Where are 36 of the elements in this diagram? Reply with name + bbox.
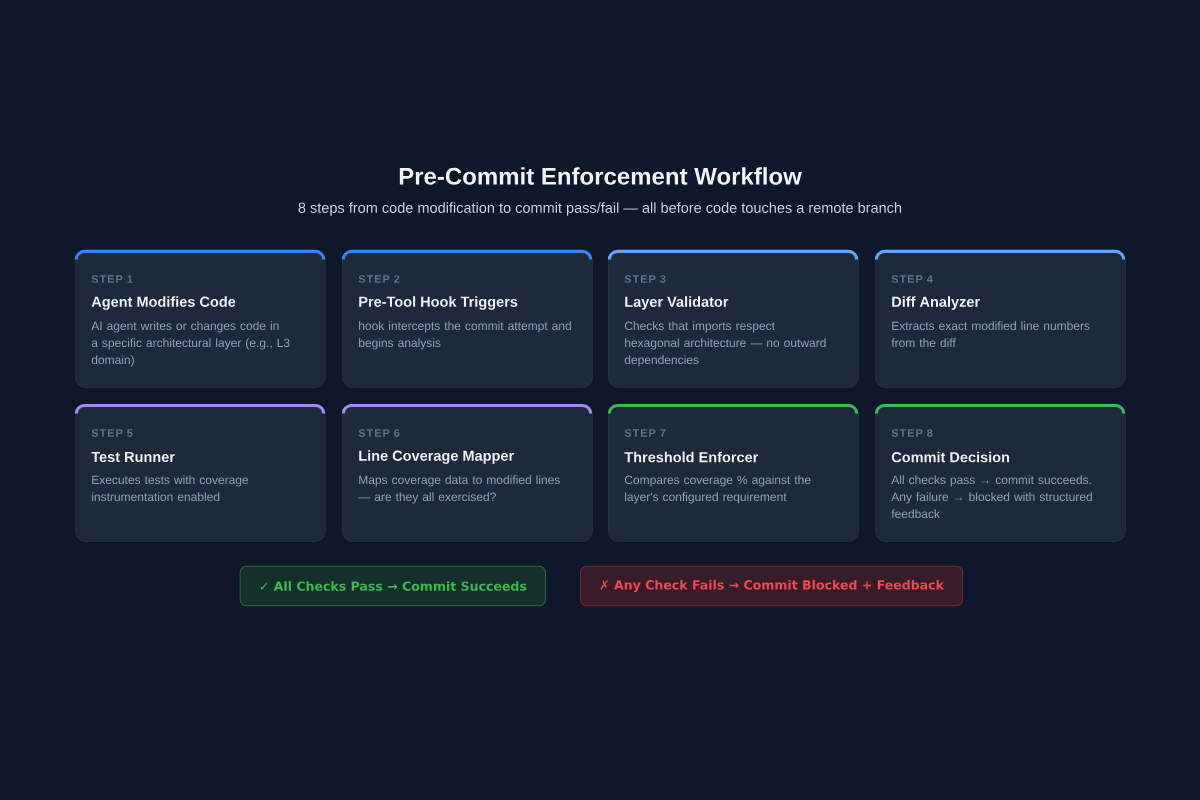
- card-title: Pre-Tool Hook Triggers: [359, 296, 518, 310]
- step-card: [74, 249, 326, 388]
- card-title: Layer Validator: [625, 296, 729, 310]
- step-label: STEP 7: [624, 429, 666, 437]
- step-label: STEP 1: [91, 275, 133, 283]
- step-card: [874, 249, 1126, 388]
- card-title: Agent Modifies Code: [91, 296, 236, 310]
- step-card: [341, 249, 593, 388]
- diagram-title: Pre-Commit Enforcement Workflow: [399, 167, 802, 185]
- step-card: [74, 403, 326, 542]
- card-description: Maps coverage data to modified lines — are they all exercised?: [358, 475, 560, 504]
- outcome-box: ✗ Any Check Fails → Commit Blocked + Feedback: [580, 565, 964, 607]
- card-title: Threshold Enforcer: [624, 451, 759, 463]
- card-description: All checks pass → commit succeeds. Any failure → blocked with structured feedback: [891, 475, 1092, 519]
- step-label: STEP 6: [358, 429, 400, 437]
- card-description: AI agent writes or changes code in a specific architectural layer (e.g., L3 domain): [91, 321, 290, 367]
- card-title: Commit Decision: [891, 451, 1010, 463]
- card-description: Checks that imports respect hexagonal architecture — no outward dependencies: [624, 321, 826, 367]
- card-description: Executes tests with coverage instrumentation enabled: [92, 475, 249, 502]
- step-label: STEP 5: [91, 429, 133, 437]
- step-card: [874, 403, 1126, 542]
- card-title: Line Coverage Mapper: [359, 450, 514, 464]
- step-label: STEP 3: [624, 275, 666, 283]
- step-label: STEP 8: [891, 429, 933, 437]
- subtitle: 8 steps from code modification to commit pass/fail — all before code touches a remote branch: [298, 202, 902, 216]
- step-card: [607, 249, 859, 388]
- card-title: Diff Analyzer: [892, 296, 980, 310]
- card-description: hook intercepts the commit attempt and begins analysis: [359, 321, 571, 350]
- card-description: Compares coverage % against the layer's configured requirement: [624, 475, 811, 504]
- outcome-box: ✓ All Checks Pass → Commit Succeeds: [239, 565, 546, 607]
- card-title: Test Runner: [91, 451, 175, 463]
- step-card: [607, 403, 859, 542]
- step-label: STEP 2: [358, 275, 400, 283]
- step-label: STEP 4: [891, 275, 933, 283]
- step-card: [341, 403, 593, 542]
- card-description: Extracts exact modified line numbers from the diff: [891, 321, 1090, 348]
